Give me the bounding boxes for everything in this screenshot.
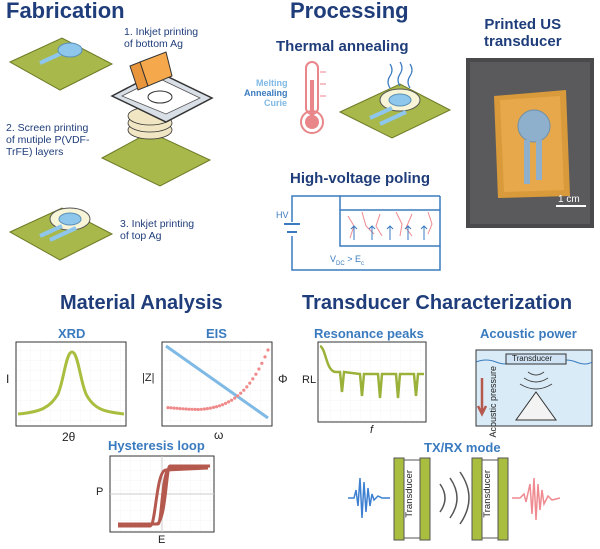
printed-title: Printed US transducer [484, 16, 562, 50]
eis-phase-dot [214, 405, 219, 409]
eis-phase-dot [175, 406, 179, 410]
resonance-xlabel: f [370, 424, 374, 436]
eis-xlabel: ω [214, 428, 224, 442]
xrd-title: XRD [58, 326, 86, 341]
txrx-title: TX/RX mode [424, 440, 501, 455]
hyst-xlabel: E [158, 534, 166, 546]
eis-ylabel-left: |Z| [142, 372, 155, 384]
hyst-ylabel: P [96, 486, 104, 498]
hysteresis-title: Hysteresis loop [108, 438, 205, 453]
acoustic-title: Acoustic power [480, 326, 577, 341]
eis-phase-dot [227, 400, 231, 404]
eis-phase-dot [230, 398, 234, 402]
eis-phase-dot [239, 391, 243, 395]
substrate-1 [8, 37, 114, 91]
eis-ylabel-right: Φ [278, 372, 288, 386]
xrd-ylabel: I [6, 372, 10, 386]
transducer-title: Transducer Characterization [302, 292, 573, 314]
eis-phase-dot [224, 401, 228, 405]
eis-phase-dot [211, 405, 216, 409]
transducer-photo [466, 58, 594, 228]
poling-condition: VDC > Ec [330, 254, 364, 267]
eis-phase-dot [251, 377, 255, 381]
eis-phase-dot [254, 372, 258, 376]
eis-phase-dot [208, 406, 212, 410]
eis-phase-dot [190, 407, 194, 411]
acoustic-box-label: Transducer [512, 354, 553, 363]
eis-phase-dot [260, 361, 264, 365]
txrx-label-tx: Transducer [404, 470, 415, 518]
eis-phase-dot [199, 407, 203, 411]
hysteresis-plot [109, 455, 215, 533]
eis-title: EIS [206, 326, 227, 341]
xrd-plot [15, 341, 127, 427]
acoustic-tank [475, 349, 593, 427]
screen-printer [100, 51, 214, 187]
eis-phase-dot [196, 407, 200, 412]
thermometer-icon [300, 61, 326, 134]
xrd-xlabel: 2θ [62, 430, 76, 444]
eis-phase-dot [205, 407, 209, 411]
eis-phase-dot [263, 355, 267, 359]
eis-phase-dot [169, 406, 173, 410]
eis-phase-dot [181, 407, 185, 411]
txrx-setup [348, 457, 561, 541]
txrx-label-rx: Transducer [482, 470, 493, 518]
scale-label: 1 cm [558, 194, 580, 205]
fab-step-1: 1. Inkjet printing of bottom Ag [124, 26, 199, 50]
annealed-substrate [338, 61, 452, 139]
resonance-ylabel: RL [302, 374, 317, 386]
eis-phase-dot [242, 388, 246, 392]
material-title: Material Analysis [60, 292, 223, 314]
processing-title: Processing [290, 0, 409, 23]
eis-phase-dot [220, 403, 225, 407]
eis-phase-dot [178, 407, 182, 411]
fab-step-3: 3. Inkjet printing of top Ag [120, 218, 195, 242]
poling-circuit [284, 195, 441, 271]
resonance-plot [317, 341, 427, 423]
eis-phase-dot [217, 404, 222, 408]
eis-plot [161, 341, 273, 427]
eis-phase-dot [184, 407, 188, 411]
label-annealing: Annealing [244, 88, 288, 98]
eis-phase-dot [187, 407, 191, 411]
fabrication-title: Fabrication [6, 0, 125, 23]
eis-phase-dot [245, 385, 249, 389]
eis-phase-dot [248, 381, 252, 385]
eis-phase-dot [193, 407, 197, 411]
acoustic-pressure-label: Acoustic pressure [488, 366, 498, 438]
label-curie: Curie [264, 98, 288, 108]
label-melting: Melting [256, 78, 288, 88]
eis-phase-dot [172, 406, 176, 410]
annealing-title: Thermal annealing [276, 38, 409, 55]
eis-phase-dot [266, 348, 270, 352]
substrate-3 [8, 207, 114, 261]
eis-phase-dot [257, 367, 261, 371]
eis-phase-dot [236, 394, 240, 398]
eis-phase-dot [233, 396, 237, 400]
hv-label: HV [276, 210, 289, 220]
resonance-title: Resonance peaks [314, 326, 424, 341]
fab-step-2: 2. Screen printing of mutiple P(VDF- TrF… [6, 122, 90, 158]
poling-title: High-voltage poling [290, 170, 430, 187]
eis-phase-dot [166, 406, 170, 410]
eis-phase-dot [202, 407, 206, 411]
